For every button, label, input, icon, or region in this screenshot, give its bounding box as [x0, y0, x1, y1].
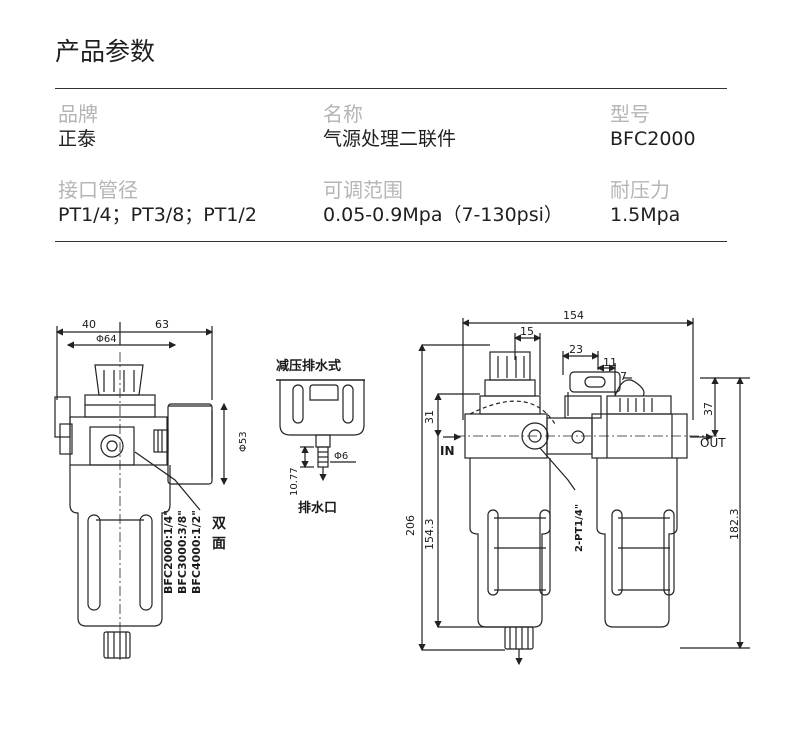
- spec-label: 型号: [610, 102, 650, 126]
- front-view: [54, 322, 228, 660]
- front-dim-63: 63: [155, 318, 169, 331]
- side-out-label: OUT: [700, 436, 726, 450]
- drain-dim-phi6: Φ6: [334, 451, 348, 462]
- spec-model: 型号 BFC2000: [610, 102, 696, 152]
- side-view: [418, 318, 750, 666]
- side-dim-1543: 154.3: [423, 519, 436, 551]
- drain-title: 减压排水式: [276, 358, 341, 374]
- spec-label: 可调范围: [323, 178, 403, 202]
- side-dim-23: 23: [569, 343, 583, 356]
- front-dim-phi64: Φ64: [96, 334, 117, 345]
- spec-value: 1.5Mpa: [610, 204, 681, 226]
- side-dim-31: 31: [423, 410, 436, 424]
- side-dim-7: 7: [620, 370, 627, 383]
- spec-name: 名称 气源处理二联件: [323, 102, 456, 152]
- front-model-1: BFC2000:1/4": [162, 510, 175, 594]
- spec-range: 可调范围 0.05-0.9Mpa（7-130psi）: [323, 178, 563, 228]
- side-dim-37: 37: [702, 402, 715, 416]
- front-side-note-2: 面: [212, 536, 226, 552]
- front-model-3: BFC4000:1/2": [190, 510, 203, 594]
- front-dim-phi53: Φ53: [238, 431, 249, 452]
- front-dim-40: 40: [82, 318, 96, 331]
- side-dim-206: 206: [404, 515, 417, 536]
- spec-label: 接口管径: [58, 178, 138, 202]
- spec-brand: 品牌 正泰: [58, 102, 98, 152]
- page-title: 产品参数: [55, 37, 156, 66]
- side-port-label: 2-PT1/4": [574, 504, 585, 552]
- spec-value: 0.05-0.9Mpa（7-130psi）: [323, 204, 563, 226]
- spec-port-size: 接口管径 PT1/4；PT3/8；PT1/2: [58, 178, 257, 228]
- side-dim-11: 11: [603, 356, 617, 369]
- drain-outlet-label: 排水口: [298, 500, 337, 516]
- side-dim-15: 15: [520, 325, 534, 338]
- spec-label: 品牌: [58, 102, 98, 126]
- top-rule: [55, 88, 727, 89]
- bottom-rule: [55, 241, 727, 242]
- spec-label: 耐压力: [610, 178, 670, 202]
- spec-label: 名称: [323, 102, 363, 126]
- drain-view: [276, 379, 365, 482]
- front-model-2: BFC3000:3/8": [176, 510, 189, 594]
- front-side-note: 双: [212, 516, 226, 532]
- spec-value: BFC2000: [610, 128, 696, 150]
- side-dim-1823: 182.3: [728, 509, 741, 541]
- spec-value: PT1/4；PT3/8；PT1/2: [58, 204, 257, 226]
- side-in-label: IN: [440, 444, 455, 458]
- spec-value: 气源处理二联件: [323, 128, 457, 150]
- spec-value: 正泰: [58, 128, 97, 150]
- drain-dim-1077: 10.77: [289, 467, 300, 496]
- spec-pressure: 耐压力 1.5Mpa: [610, 178, 680, 228]
- side-dim-154: 154: [563, 309, 584, 322]
